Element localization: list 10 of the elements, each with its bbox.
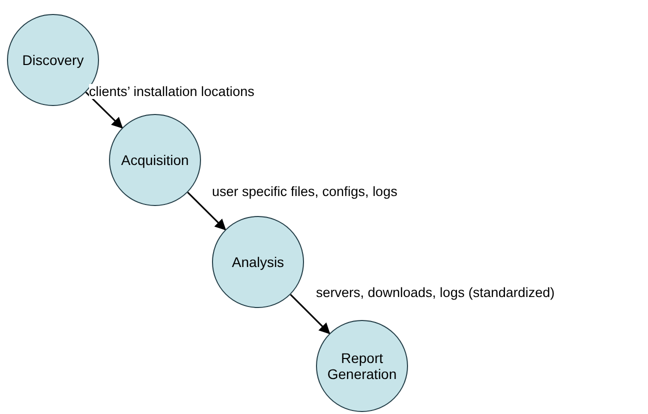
- node-label: Acquisition: [121, 152, 189, 168]
- arrow: [187, 192, 226, 230]
- arrow: [290, 294, 330, 334]
- node-label: Report Generation: [326, 350, 398, 382]
- edge-label: user specific files, configs, logs: [212, 184, 398, 199]
- edge-label: clients’ installation locations: [89, 84, 254, 99]
- arrow: [85, 92, 123, 129]
- node-label: Analysis: [232, 254, 284, 270]
- edge-label: servers, downloads, logs (standardized): [316, 285, 555, 300]
- node-label: Discovery: [22, 52, 84, 68]
